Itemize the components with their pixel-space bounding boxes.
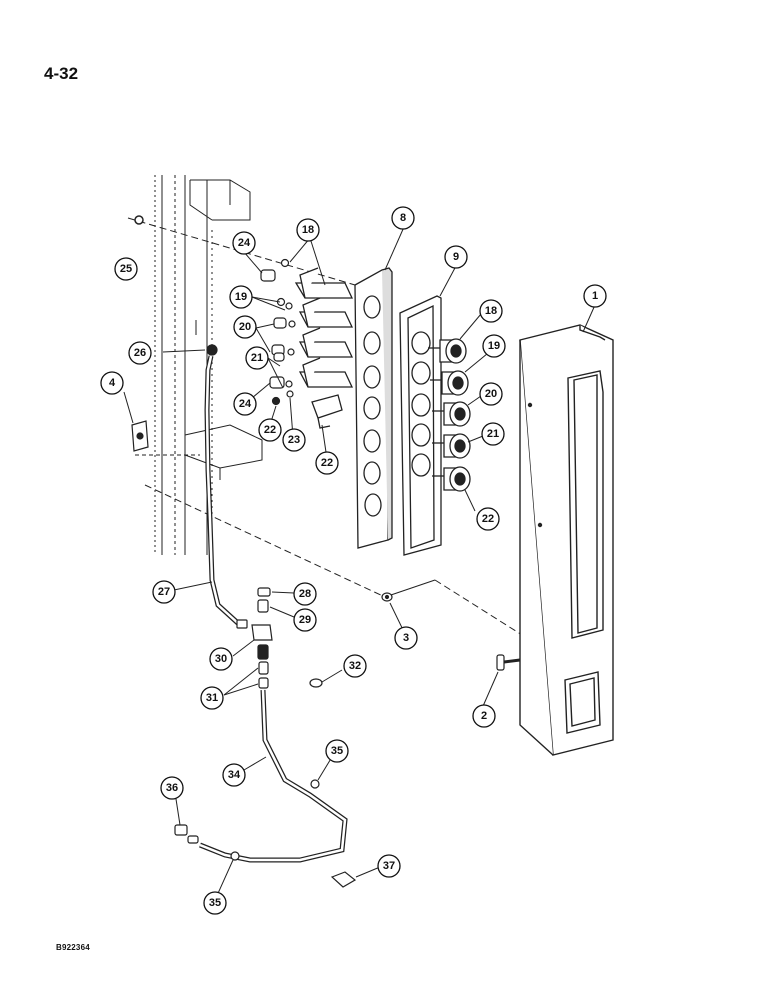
svg-text:28: 28 [299,588,311,600]
callout-22: 22 [476,507,500,531]
svg-text:36: 36 [166,782,178,794]
svg-text:32: 32 [349,660,361,672]
callout-19: 19 [229,285,253,309]
callout-4: 4 [100,371,124,395]
svg-text:22: 22 [482,513,494,525]
callout-21: 21 [481,422,505,446]
callout-22: 22 [258,418,282,442]
svg-text:22: 22 [264,424,276,436]
mounting-plate [354,267,393,549]
callout-35: 35 [325,739,349,763]
callout-23: 23 [282,428,306,452]
callout-36: 36 [160,776,184,800]
svg-text:34: 34 [228,769,241,781]
svg-text:25: 25 [120,263,132,275]
svg-text:8: 8 [400,212,406,224]
svg-text:4: 4 [109,377,116,389]
callout-18: 18 [296,218,320,242]
quick-couplers [428,338,471,492]
hardware-parts [309,592,521,688]
svg-text:35: 35 [209,897,221,909]
svg-text:23: 23 [288,434,300,446]
callout-31: 31 [200,686,224,710]
callout-20: 20 [479,382,503,406]
callout-24: 24 [233,392,257,416]
svg-text:18: 18 [485,305,497,317]
tee-fittings [174,344,357,888]
bracket-part [131,420,149,452]
callout-9: 9 [444,245,468,269]
callout-37: 37 [377,854,401,878]
callout-21: 21 [245,346,269,370]
svg-text:3: 3 [403,632,409,644]
cover-panel [519,324,614,756]
svg-text:37: 37 [383,860,395,872]
svg-text:1: 1 [592,290,598,302]
nut-part [134,215,144,225]
svg-text:19: 19 [488,340,500,352]
svg-text:24: 24 [239,398,252,410]
clamp-brackets [294,267,354,429]
gasket-part [399,295,442,556]
svg-text:18: 18 [302,224,314,236]
callout-34: 34 [222,763,246,787]
svg-text:20: 20 [239,321,251,333]
callout-27: 27 [152,580,176,604]
svg-text:35: 35 [331,745,343,757]
callouts: 1 2 3 4 8 9 18 18 19 19 20 20 21 21 22 2… [100,206,607,915]
callout-26: 26 [128,341,152,365]
callout-20: 20 [233,315,257,339]
figure-code: B922364 [56,943,90,952]
svg-text:19: 19 [235,291,247,303]
svg-text:24: 24 [238,237,251,249]
svg-text:2: 2 [481,710,487,722]
svg-text:9: 9 [453,251,459,263]
callout-22: 22 [315,451,339,475]
callout-30: 30 [209,647,233,671]
svg-text:21: 21 [251,352,263,364]
callout-32: 32 [343,654,367,678]
svg-text:27: 27 [158,586,170,598]
svg-text:26: 26 [134,347,146,359]
svg-text:30: 30 [215,653,227,665]
svg-text:29: 29 [299,614,311,626]
callout-3: 3 [394,626,418,650]
callout-29: 29 [293,608,317,632]
callout-2: 2 [472,704,496,728]
callout-18: 18 [479,299,503,323]
svg-text:22: 22 [321,457,333,469]
svg-text:21: 21 [487,428,499,440]
svg-text:20: 20 [485,388,497,400]
callout-25: 25 [114,257,138,281]
small-fittings [260,258,296,406]
callout-28: 28 [293,582,317,606]
callout-35: 35 [203,891,227,915]
callout-1: 1 [583,284,607,308]
callout-24: 24 [232,231,256,255]
callout-8: 8 [391,206,415,230]
callout-19: 19 [482,334,506,358]
svg-text:31: 31 [206,692,218,704]
page-number: 4-32 [44,64,79,83]
